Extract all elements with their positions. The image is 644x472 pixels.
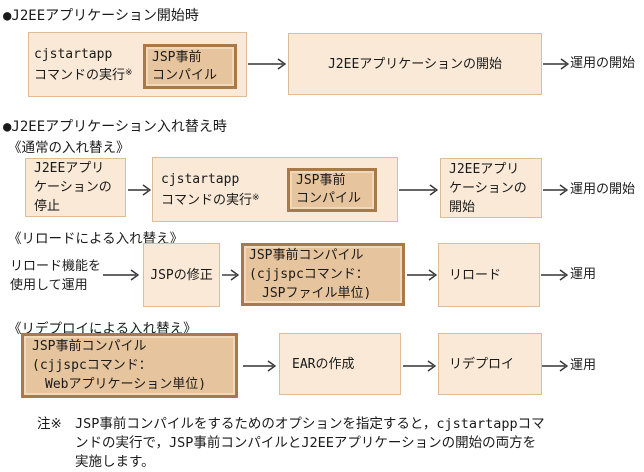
box-redeploy: リデプロイ bbox=[438, 333, 542, 395]
flow-arrow bbox=[399, 184, 438, 196]
flow-arrow bbox=[403, 360, 436, 372]
footnote-mark: 注※ bbox=[37, 416, 62, 432]
footnote-line: 実施します。 bbox=[75, 454, 155, 470]
box-line: JSP事前コンパイル bbox=[249, 248, 364, 263]
flow-arrow bbox=[541, 269, 568, 281]
box-line: J2EEアプリ bbox=[449, 161, 520, 177]
box-line: Webアプリケーション単位) bbox=[32, 377, 207, 392]
flow-arrow bbox=[407, 269, 437, 281]
label-operation-start-1: 運用の開始 bbox=[570, 56, 636, 71]
box-line: (cjjspcコマンド： bbox=[32, 358, 152, 373]
flow-arrow bbox=[243, 360, 276, 372]
footnote-line: JSP事前コンパイルをするためのオプションを指定すると，cjstartappコマ bbox=[75, 416, 545, 432]
box-j2ee-app-stop: J2EEアプリ ケーションの 停止 bbox=[25, 158, 126, 217]
footnote-ref-mark: ※ bbox=[125, 67, 133, 78]
box-line: (cjjspcコマンド： bbox=[249, 267, 369, 282]
subtitle-reload-replace: 《リロードによる入れ替え》 bbox=[8, 231, 184, 247]
box-line: J2EEアプリ bbox=[34, 161, 105, 176]
box-jsp-fix: JSPの修正 bbox=[143, 243, 220, 307]
box-line: JSPファイル単位) bbox=[249, 286, 372, 301]
section-title-app-replace: ●J2EEアプリケーション入れ替え時 bbox=[3, 119, 227, 135]
box-line: ケーションの bbox=[449, 180, 527, 196]
box-cjstartapp-command-2: cjstartapp コマンドの実行※ bbox=[152, 157, 398, 222]
box-j2ee-app-start-2: J2EEアプリ ケーションの 開始 bbox=[440, 158, 542, 218]
flow-arrow bbox=[103, 269, 139, 281]
flow-arrow bbox=[128, 184, 151, 196]
box-line: ケーションの bbox=[34, 180, 112, 195]
box-line: JSPの修正 bbox=[150, 267, 213, 283]
footnote-text: JSP事前コンパイルをするためのオプションを指定すると，cjstartappコマ… bbox=[75, 415, 545, 472]
box-line: JSP事前 bbox=[296, 173, 346, 188]
label-operation-start-2: 運用の開始 bbox=[570, 182, 636, 197]
subtitle-normal-replace: 《通常の入れ替え》 bbox=[8, 140, 130, 156]
box-line: EARの作成 bbox=[292, 356, 355, 372]
box-line: コマンドの実行※ bbox=[161, 192, 260, 208]
box-jsp-precompile-1: JSP事前 コンパイル bbox=[143, 44, 237, 89]
box-line: 停止 bbox=[34, 199, 61, 214]
flow-arrow bbox=[542, 360, 568, 372]
box-line: JSP事前 bbox=[152, 49, 202, 65]
box-line: コンパイル bbox=[296, 191, 362, 206]
box-ear-create: EARの作成 bbox=[279, 333, 401, 395]
label-operation-1: 運用 bbox=[570, 267, 597, 282]
box-line: コマンドの実行※ bbox=[34, 67, 133, 83]
box-line: J2EEアプリケーションの開始 bbox=[327, 56, 503, 72]
box-line: cjstartapp bbox=[161, 171, 240, 187]
label-operation-2: 運用 bbox=[570, 358, 597, 373]
box-line: リデプロイ bbox=[449, 356, 515, 372]
box-line: 開始 bbox=[449, 199, 476, 215]
flow-arrow bbox=[543, 184, 568, 196]
footnote-ref-mark: ※ bbox=[252, 192, 260, 203]
box-jsp-precompile-cjjspc-file: JSP事前コンパイル (cjjspcコマンド： JSPファイル単位) bbox=[241, 243, 405, 306]
footnote-line: ンドの実行で，JSP事前コンパイルとJ2EEアプリケーションの開始の両方を bbox=[75, 435, 537, 451]
box-jsp-precompile-cjjspc-webapp: JSP事前コンパイル (cjjspcコマンド： Webアプリケーション単位) bbox=[21, 333, 238, 398]
box-j2ee-app-start-1: J2EEアプリケーションの開始 bbox=[288, 33, 542, 95]
box-line: リロード bbox=[449, 267, 502, 283]
flow-arrow bbox=[543, 58, 569, 70]
box-line: コンパイル bbox=[152, 67, 218, 83]
label-reload-usage: リロード機能を 使用して運用 bbox=[10, 259, 102, 293]
flow-arrow bbox=[248, 58, 286, 70]
flow-arrow bbox=[222, 269, 239, 281]
section-title-app-start: ●J2EEアプリケーション開始時 bbox=[3, 8, 199, 24]
box-reload: リロード bbox=[438, 243, 540, 307]
box-jsp-precompile-2: JSP事前 コンパイル bbox=[287, 168, 377, 212]
box-line: JSP事前コンパイル bbox=[32, 339, 147, 354]
box-line: cjstartapp bbox=[34, 46, 113, 62]
